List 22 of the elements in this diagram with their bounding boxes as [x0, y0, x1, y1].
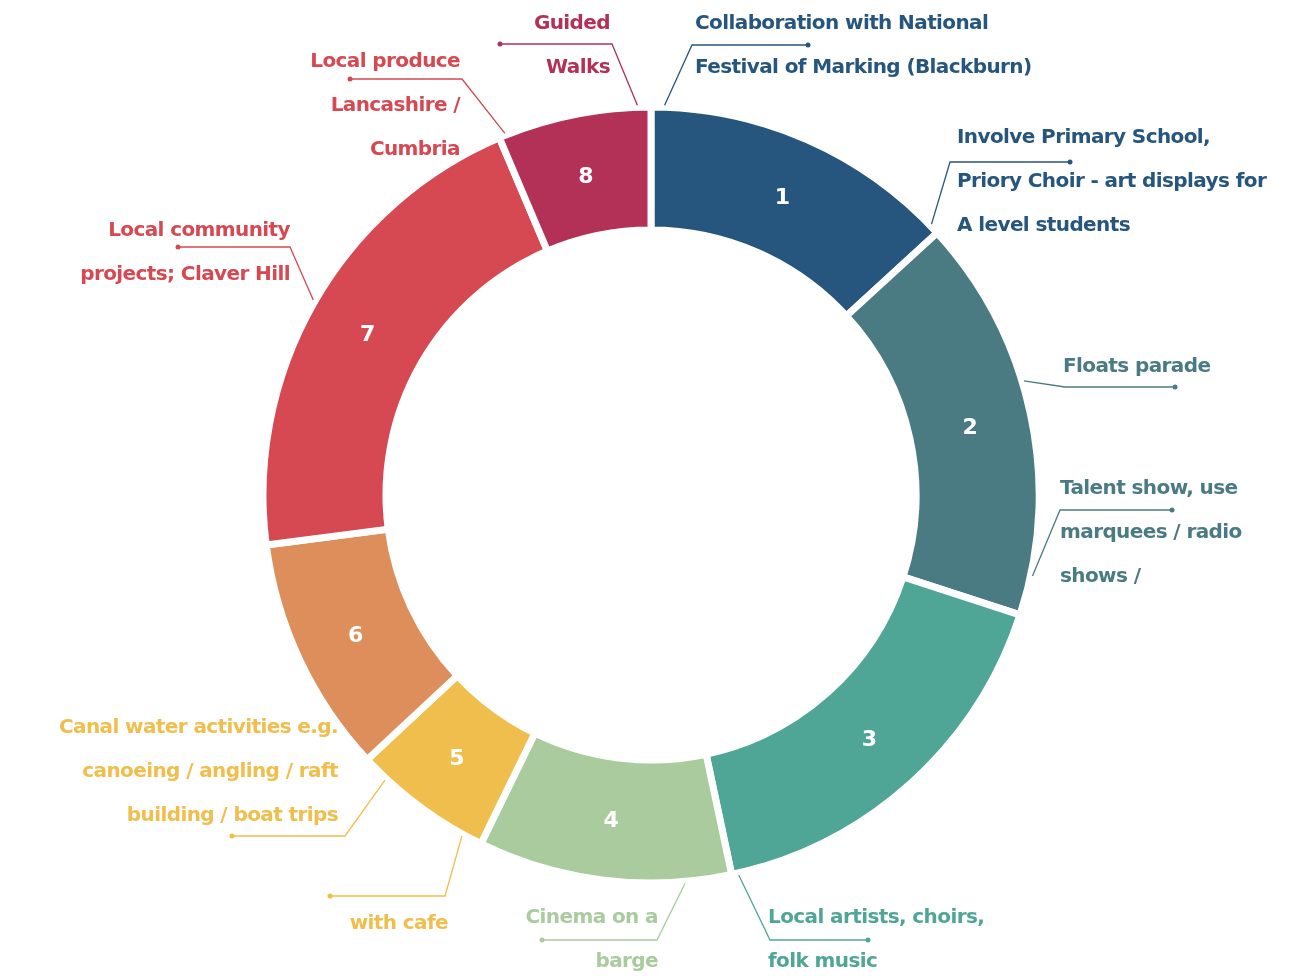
- leader-line: [738, 874, 871, 943]
- callout-text: Involve Primary School, Priory Choir - art displays for A level students: [957, 114, 1277, 246]
- leader-line: [327, 835, 463, 899]
- leader-line: [663, 42, 811, 106]
- callout-text: Floats parade: [1063, 343, 1273, 387]
- leader-line: [347, 76, 506, 135]
- callout-text: Guided Walks: [470, 0, 610, 88]
- callout-text: with cafe: [240, 900, 448, 944]
- callout-text: Talent show, use marquees / radio shows /: [1060, 465, 1295, 597]
- leader-line: [539, 882, 686, 943]
- callout-text: Cinema on a barge: [470, 894, 658, 976]
- leader-line: [175, 244, 314, 301]
- leader-line: [1023, 380, 1178, 390]
- callout-text: Canal water activities e.g. canoeing / angling / raft building / boat trips: [0, 704, 338, 836]
- leader-line: [1031, 507, 1175, 577]
- callout-text: Local produce Lancashire / Cumbria: [250, 38, 460, 170]
- callout-text: Collaboration with National Festival of Marking (Blackburn): [695, 0, 1075, 88]
- leader-line: [229, 779, 386, 839]
- leader-line: [497, 41, 639, 106]
- callout-text: Local artists, choirs, folk music: [768, 894, 1028, 976]
- leader-line: [930, 159, 1073, 225]
- callout-text: Local community projects; Claver Hill: [20, 207, 290, 295]
